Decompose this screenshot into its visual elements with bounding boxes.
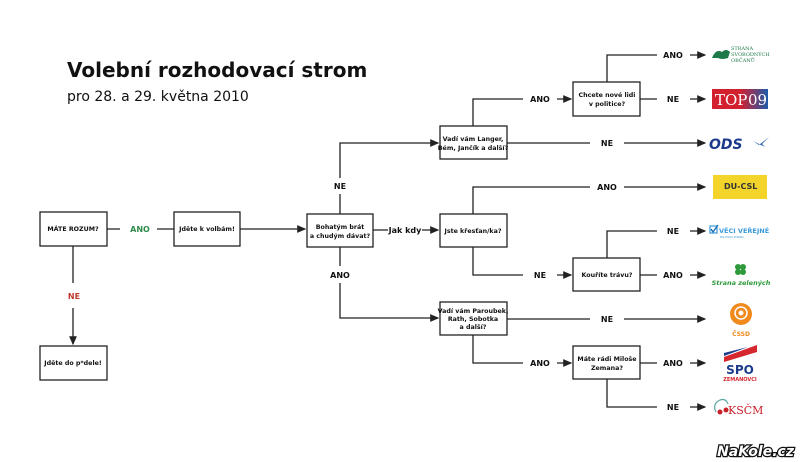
node-text: Kouříte trávu? <box>582 271 633 279</box>
logo-strana-zelenych: Strana zelených <box>712 264 771 287</box>
node-paroubek: Vadí vám Paroubek, Rath, Sobotka a další… <box>438 301 509 336</box>
logo-text: ZEMANOVCI <box>723 377 757 383</box>
horse-icon <box>712 50 730 59</box>
node-text: v politice? <box>589 101 626 108</box>
edge-label-ano: ANO <box>663 359 683 368</box>
node-text: Jděte do p*dele! <box>43 359 102 367</box>
logo-top09: TOP 09 <box>712 89 768 109</box>
node-trava: Kouříte trávu? <box>572 257 641 292</box>
node-text: a chudým dávat? <box>310 231 371 240</box>
edge-label-ano: ANO <box>130 225 150 234</box>
checkbox-icon <box>709 225 718 234</box>
edge-label-jak-kdy: Jak kdy <box>388 226 423 235</box>
edge-label-ano: ANO <box>663 271 683 280</box>
node-text: MÁTE ROZUM? <box>47 224 99 233</box>
edge-label-ne: NE <box>667 95 679 104</box>
edge-label-ne: NE <box>534 271 546 280</box>
cherry-icon <box>714 398 729 413</box>
node-text: Jste křesťan/ka? <box>443 226 501 235</box>
logo-ods: ODS <box>709 137 769 153</box>
logo-text: OBČANŮ <box>731 56 755 64</box>
node-langer: Vadí vám Langer, Bém, Jančík a další? <box>438 125 509 160</box>
edge-label-ne: NE <box>667 403 679 412</box>
logo-text: KSČM <box>728 403 763 417</box>
node-text: Rath, Sobotka <box>448 316 498 323</box>
watermark: NaKole.cz <box>717 444 795 460</box>
logo-kscm: KSČM <box>714 398 763 417</box>
node-jdete-do-pdele: Jděte do p*dele! <box>39 345 108 381</box>
edge-label-ne: NE <box>601 139 613 148</box>
logo-text: DU-CSL <box>724 182 757 191</box>
logo-text: SVOBODNÝCH <box>731 51 770 58</box>
logo-text: TOP <box>715 91 747 109</box>
node-text: Zemana? <box>591 365 623 372</box>
logo-text: SPO <box>726 363 754 377</box>
logo-cssd: ČSSD <box>730 303 752 338</box>
edge-label-ano: ANO <box>530 95 550 104</box>
node-jdete-k-volbam: Jděte k volbám! <box>173 211 241 247</box>
edge-label-ano: ANO <box>330 271 350 280</box>
logo-text: 09 <box>748 91 767 109</box>
logo-kdu-csl: DU-CSL <box>713 175 767 199</box>
logo-spo: SPO ZEMANOVCI <box>723 345 757 383</box>
edge-label-ano: ANO <box>530 359 550 368</box>
node-nove-lidi: Chcete nové lidi v politice? <box>572 81 641 117</box>
node-text: Bohatým brát <box>316 222 365 231</box>
edge-label-ne: NE <box>334 182 346 191</box>
node-text: Máte rádi Miloše <box>577 355 636 363</box>
logo-text: Strana zelených <box>712 278 771 287</box>
logo-text: ODS <box>709 137 743 153</box>
connectors <box>73 55 705 407</box>
edge-label-ano: ANO <box>597 183 617 192</box>
page-title: Volební rozhodovací strom <box>67 58 367 82</box>
logo-text: STRANA <box>731 46 754 52</box>
node-krestan: Jste křesťan/ka? <box>439 213 508 248</box>
edge-label-ano: ANO <box>663 51 683 60</box>
node-text: Vadí vám Langer, <box>443 135 504 143</box>
logo-text: VĚCI VEŘEJNÉ <box>719 226 769 235</box>
edge-label-ne: NE <box>68 292 80 301</box>
logo-veci-verejne: VĚCI VEŘEJNÉ POLITICKÁ STRANA <box>709 224 769 239</box>
edge-label-ne: NE <box>601 315 613 324</box>
node-mate-rozum: MÁTE ROZUM? <box>39 211 108 247</box>
page-subtitle: pro 28. a 29. května 2010 <box>67 89 249 105</box>
node-text: Jděte k volbám! <box>178 225 235 233</box>
node-text: Vadí vám Paroubek, <box>438 307 509 315</box>
logo-svobodni: STRANA SVOBODNÝCH OBČANŮ <box>712 46 770 64</box>
logo-text: ČSSD <box>732 331 750 338</box>
node-bohatym-brat: Bohatým brát a chudým dávat? <box>306 213 374 248</box>
bird-icon <box>753 137 769 147</box>
edge-label-ne: NE <box>667 227 679 236</box>
clover-icon <box>735 264 746 275</box>
logo-text: POLITICKÁ STRANA <box>720 234 744 239</box>
node-text: Chcete nové lidi <box>579 91 636 99</box>
node-zeman: Máte rádi Miloše Zemana? <box>572 345 641 380</box>
node-text: Bém, Jančík a další? <box>438 144 509 152</box>
node-text: a další? <box>460 323 487 331</box>
